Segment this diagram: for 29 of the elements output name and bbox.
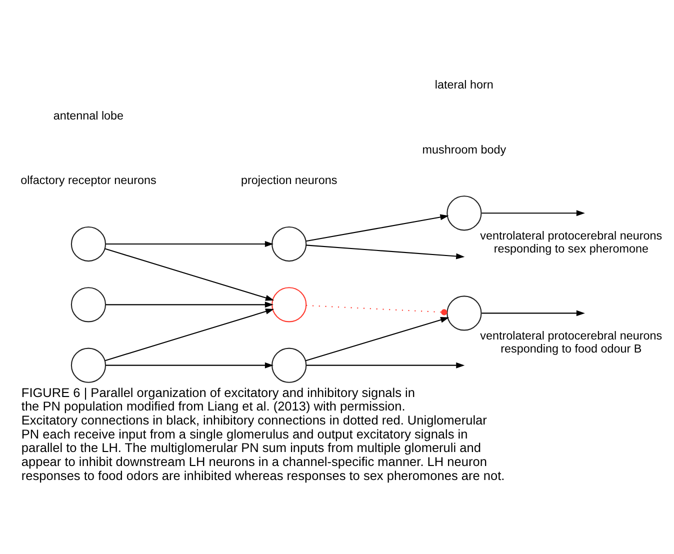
- caption: Excitatory connections in black, inhibitory connections in dotted red. Uniglomerular PN each receive input from a single glomerulus and output excitatory signals in parallel to the LH. The multiglomerular PN sum inputs from multiple glomeruli and appear to inhibit downstream LH neurons in a channel-specific manner. LH neuron responses to food odors are inhibited whereas responses to sex pheromones are not.: [21, 412, 505, 483]
- arrow: [482, 210, 585, 216]
- arrow: [106, 362, 274, 368]
- node-label: ventrolateral protocerebral neurons responding to food odour B: [480, 330, 662, 356]
- node-circle: [446, 196, 482, 231]
- label: lateral horn: [434, 78, 494, 92]
- arrow: [104, 248, 274, 301]
- arrow: [306, 362, 465, 368]
- arrow: [305, 317, 450, 362]
- arrow: [106, 241, 274, 247]
- arrow: [104, 308, 274, 362]
- diagram-title: FIGURE 6 | Parallel organization of excitatory and inhibitory signals in the PN population modified from Liang et al. (2013) with permission.: [21, 384, 415, 414]
- label: antennal lobe: [53, 109, 124, 122]
- arrow: [106, 302, 274, 308]
- label: mushroom body: [422, 143, 506, 156]
- node-circle: [446, 296, 482, 331]
- node-label: ventrolateral protocerebral neurons responding to sex pheromone: [480, 230, 662, 256]
- label: olfactory receptor neurons: [20, 174, 156, 188]
- arrow: [306, 244, 465, 260]
- node-circle: [272, 348, 307, 383]
- arrow: [306, 214, 449, 242]
- node-circle: [70, 226, 106, 262]
- label: projection neurons: [241, 174, 338, 188]
- connector: [306, 304, 448, 316]
- node-circle: [272, 226, 307, 262]
- arrow: [482, 310, 585, 316]
- node-circle: [272, 287, 307, 322]
- node-circle: [70, 348, 106, 383]
- node-circle: [70, 287, 106, 322]
